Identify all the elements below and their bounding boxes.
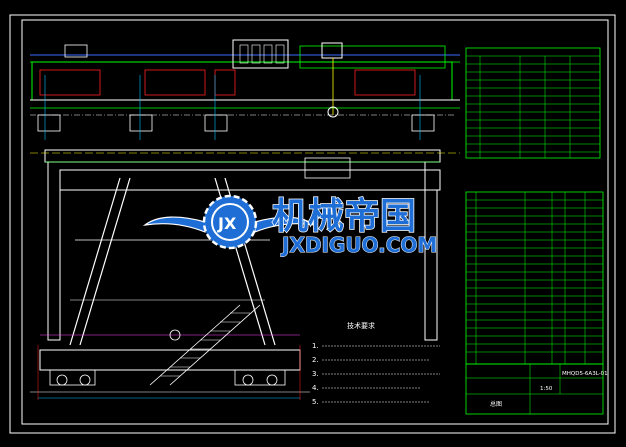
watermark: JX 机械帝国 JXDIGUO.COM [142, 194, 438, 258]
note-5: 5. [312, 398, 319, 406]
note-1: 1. [312, 342, 319, 350]
note-4: 4. [312, 384, 319, 392]
title-block: MHQD5-6A3L-01 1:50 总图 [465, 363, 608, 415]
inner-frame [21, 19, 609, 425]
parts-list [465, 191, 604, 365]
wing-right-icon [254, 216, 316, 233]
note-3: 3. [312, 370, 319, 378]
outer-frame [9, 14, 616, 434]
gantry-front-view [30, 149, 460, 400]
drawing-scale: 1:50 [540, 386, 553, 392]
notes-heading: 技术要求 [347, 321, 375, 330]
watermark-title: 机械帝国 [272, 196, 416, 237]
drawing-name: 总图 [490, 400, 502, 408]
emblem-text: JX [217, 214, 237, 233]
note-2: 2. [312, 356, 319, 364]
technical-notes: 技术要求 1. 2. 3. 4. 5. [312, 321, 440, 406]
drawing-number: MHQD5-6A3L-01 [562, 371, 608, 377]
spec-table [465, 47, 601, 159]
girder-elevation-view [30, 39, 460, 140]
wing-left-icon [142, 216, 206, 233]
watermark-domain: JXDIGUO.COM [280, 233, 437, 257]
